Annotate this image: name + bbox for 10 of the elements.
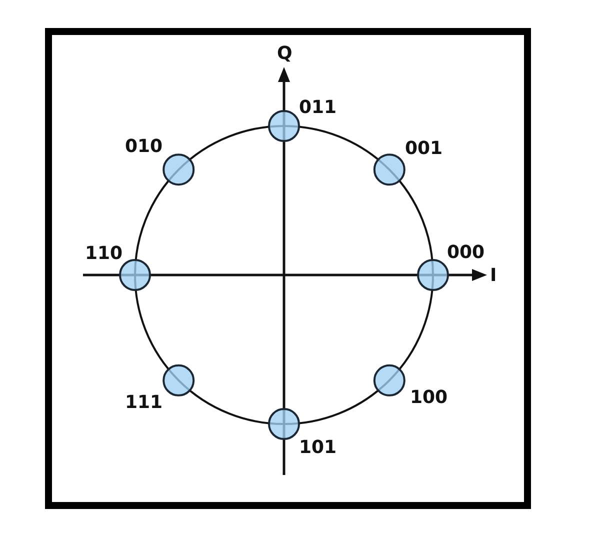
point-label: 000 <box>447 244 485 262</box>
point-label: 001 <box>405 140 443 158</box>
point-label: 101 <box>299 439 337 457</box>
axis-label: Q <box>277 45 292 63</box>
point-label: 100 <box>410 389 448 407</box>
point-label: 110 <box>85 245 123 263</box>
axis-label: I <box>490 267 497 285</box>
point-label: 010 <box>125 138 163 156</box>
point-label: 111 <box>125 394 163 412</box>
point-label: 011 <box>299 99 337 117</box>
